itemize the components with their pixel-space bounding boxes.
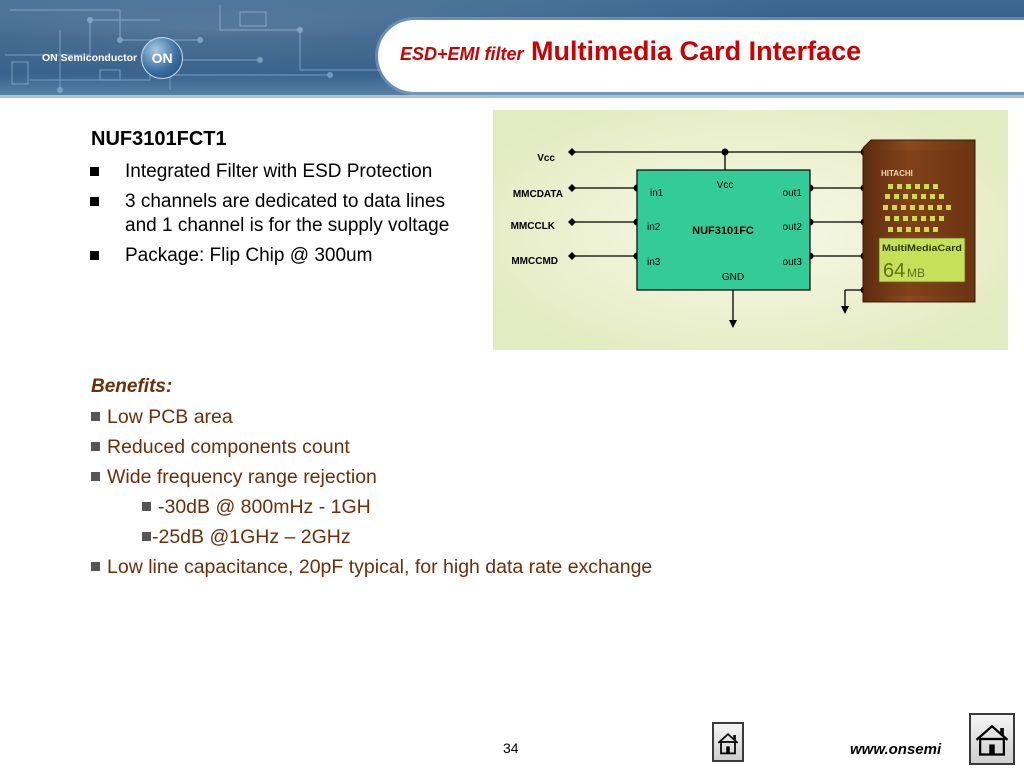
benefits-title: Benefits: [91,376,173,397]
benefits-section: Benefits: Low PCB area Reduced component… [91,376,652,582]
benefit-sub-item: -30dB @ 800mHz - 1GH [91,492,652,522]
part-number-heading: NUF3101FCT1 [91,128,227,150]
bullet-square-icon [142,502,151,511]
bullet-square-icon [91,562,100,571]
wires [572,151,864,325]
chip-in3-label: in3 [647,257,661,268]
brand: ON Semiconductor ON [42,37,184,79]
chip-in2-label: in2 [647,222,661,233]
ground-arrow-icon [841,306,849,314]
chip-out3-label: out3 [783,257,803,268]
signal-label-mmcdata: MMCDATA [513,189,563,200]
card-label-text: MultiMediaCard [882,243,962,253]
chip-name-label: NUF3101FC [692,225,754,237]
website-link[interactable]: www.onsemi [850,741,942,758]
on-logo-icon: ON [141,37,184,79]
header-divider [0,95,1024,98]
slide-title: ESD+EMI filter Multimedia Card Interface [400,36,861,67]
title-part2: Multimedia Card Interface [531,36,862,66]
bullet-square-icon [91,472,100,481]
chip-out1-label: out1 [783,188,803,199]
multimedia-card-icon: HITACHI MultiMediaCard 64 MB [862,139,976,303]
feature-text: 3 channels are dedicated to data lines a… [125,191,450,236]
card-capacity: 64 [883,260,905,282]
benefit-item: Wide frequency range rejection [91,462,652,492]
signal-label-mmccmd: MMCCMD [511,256,558,267]
title-panel [378,20,1024,92]
benefit-text: Low PCB area [107,406,233,428]
bullet-square-icon [90,197,99,206]
home-icon [975,724,1009,756]
benefit-sub-item: -25dB @1GHz – 2GHz [91,522,652,552]
benefit-text: Wide frequency range rejection [107,466,377,488]
benefit-sub-text: -30dB @ 800mHz - 1GH [158,496,371,518]
bullet-square-icon [91,442,100,451]
home-icon [717,732,739,755]
page-number: 34 [503,740,519,756]
signal-label-mmcclk: MMCCLK [511,221,556,232]
bullet-square-icon [91,412,100,421]
benefit-text: Reduced components count [107,436,350,458]
home-button[interactable] [712,722,744,762]
card-capacity-unit: MB [907,266,925,280]
brand-name: ON Semiconductor [42,52,138,64]
circuit-diagram: Vcc MMCDATA MMCCLK MMCCMD [493,110,1008,350]
feature-text: Package: Flip Chip @ 300um [125,245,373,266]
chip-in1-label: in1 [650,188,664,199]
header-banner: ON Semiconductor ON ESD+EMI filter Multi… [0,0,1024,97]
signal-label-vcc: Vcc [537,153,555,164]
chip-gnd-label: GND [722,272,744,283]
bullet-square-icon [142,532,151,541]
benefit-sub-text: -25dB @1GHz – 2GHz [152,526,351,548]
chip-vcc-label: Vcc [717,180,734,191]
bullet-square-icon [90,167,99,176]
connector-diamonds [568,148,576,260]
benefit-item: Low PCB area [91,402,652,432]
benefit-item: Low line capacitance, 20pF typical, for … [91,552,652,582]
home-button-large[interactable] [969,713,1015,765]
feature-item: 3 channels are dedicated to data lines a… [90,190,480,238]
feature-item: Integrated Filter with ESD Protection [90,160,480,184]
card-brand-label: HITACHI [881,169,913,178]
title-part1: ESD+EMI filter [400,44,524,64]
chip-out2-label: out2 [783,222,803,233]
feature-item: Package: Flip Chip @ 300um [90,244,480,268]
feature-list: Integrated Filter with ESD Protection 3 … [90,160,480,274]
chip-body [636,169,811,291]
ground-arrow-icon [729,320,737,328]
feature-text: Integrated Filter with ESD Protection [125,161,433,182]
benefit-item: Reduced components count [91,432,652,462]
bullet-square-icon [90,251,99,260]
benefit-text: Low line capacitance, 20pF typical, for … [107,556,653,578]
